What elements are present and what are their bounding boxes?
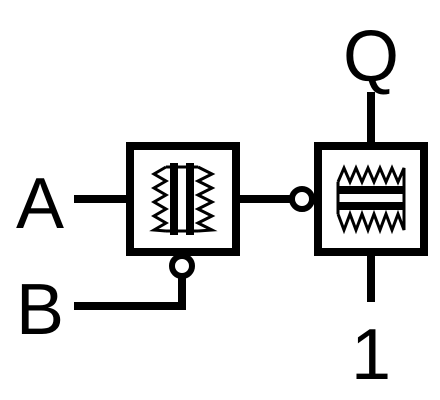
- label-input-b: B: [16, 270, 64, 350]
- label-constant-one: 1: [351, 315, 391, 395]
- inverter-bubble-link: [289, 186, 315, 212]
- double-bar-sawtooth-icon: [149, 163, 218, 235]
- right-block: [314, 142, 428, 256]
- right-block-box: [314, 142, 428, 256]
- left-block: [126, 142, 240, 256]
- wires: [74, 92, 375, 310]
- label-output-q: Q: [343, 17, 399, 97]
- left-block-box: [126, 142, 240, 256]
- inverter-bubble-b: [169, 253, 195, 279]
- label-input-a: A: [16, 164, 64, 244]
- wire-input-b: [74, 276, 186, 310]
- stacked-bar-sawtooth-icon: [336, 164, 406, 235]
